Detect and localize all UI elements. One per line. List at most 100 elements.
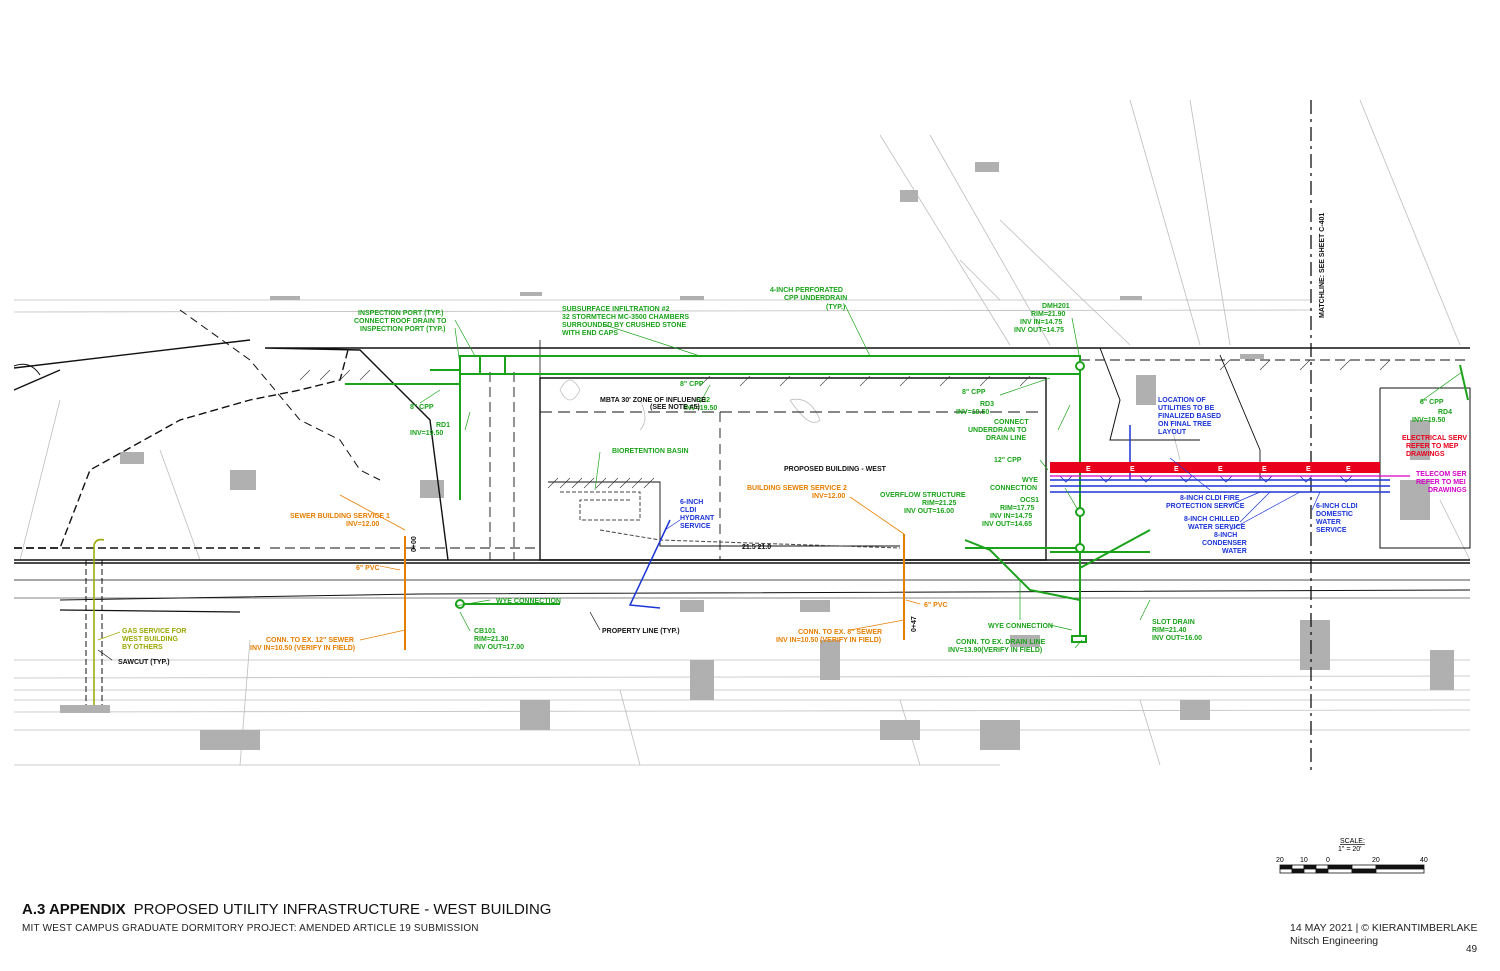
- label-wye-conn-b: WYE CONNECTION: [988, 623, 1053, 630]
- black-labels: MBTA 30' ZONE OF INFLUENCE (SEE NOTE #5)…: [118, 213, 1326, 666]
- svg-text:E: E: [1306, 466, 1311, 473]
- label-elec-1: ELECTRICAL SERV: [1402, 435, 1467, 442]
- scale-tick-3: 20: [1372, 857, 1380, 864]
- label-ocs-2: RIM=17.75: [1000, 505, 1035, 512]
- label-building: PROPOSED BUILDING - WEST: [784, 466, 887, 473]
- label-cb-1: CB101: [474, 628, 496, 635]
- scale-tick-1: 10: [1300, 857, 1308, 864]
- label-matchline: MATCHLINE: SEE SHEET C-401: [1319, 213, 1326, 318]
- footer-subtitle: MIT WEST CAMPUS GRADUATE DORMITORY PROJE…: [22, 923, 479, 934]
- label-connect-1: CONNECT: [994, 419, 1029, 426]
- label-wye-1: WYE: [1022, 477, 1038, 484]
- label-rd3-1: RD3: [980, 401, 994, 408]
- date-credit: 14 MAY 2021 | © KIERANTIMBERLAKE: [1290, 922, 1478, 934]
- label-cond-1: 8-INCH: [1214, 532, 1237, 539]
- label-rd1-2: INV=19.50: [410, 430, 443, 437]
- label-pvc-a: 6" PVC: [356, 565, 380, 572]
- gas-line: [93, 538, 105, 705]
- label-bss1-2: INV=12.00: [346, 521, 379, 528]
- label-ocs-4: INV OUT=14.65: [982, 521, 1032, 528]
- label-sawcut: SAWCUT (TYP.): [118, 659, 170, 666]
- label-rd2-2: INV=19.50: [684, 405, 717, 412]
- storm-labels: 4-INCH PERFORATED CPP UNDERDRAIN (TYP.) …: [354, 287, 1452, 654]
- label-perforated-cpp: 4-INCH PERFORATED: [770, 287, 843, 294]
- label-dmh-2: RIM=21.90: [1031, 311, 1066, 318]
- label-ocs-3: INV IN=14.75: [990, 513, 1032, 520]
- label-elec-2: REFER TO MEP: [1406, 443, 1459, 450]
- hatching: [299, 359, 1391, 489]
- label-property-line: PROPERTY LINE (TYP.): [602, 628, 680, 635]
- label-hyd-2: CLDI: [680, 507, 696, 514]
- label-rd1-1: RD1: [436, 422, 450, 429]
- label-slot-3: INV OUT=16.00: [1152, 635, 1202, 642]
- water-markers: [1059, 475, 1353, 483]
- label-perforated-cpp-3: (TYP.): [826, 304, 845, 311]
- label-chilled-2: WATER SERVICE: [1188, 524, 1246, 531]
- label-inspection-3: INSPECTION PORT (TYP.): [360, 326, 445, 333]
- leader-lines: [419, 304, 1463, 649]
- label-inspection-1: INSPECTION PORT (TYP.): [358, 310, 443, 317]
- label-overflow-3: INV OUT=16.00: [904, 508, 954, 515]
- label-tele-2: REFER TO MEI: [1416, 479, 1466, 486]
- scale-bar-blocks: [1279, 864, 1425, 874]
- sewer-lines: [339, 494, 905, 650]
- label-elevation: 21.5 21.0: [742, 544, 771, 551]
- scale-tick-2: 0: [1326, 857, 1330, 864]
- consultant: Nitsch Engineering: [1290, 935, 1379, 947]
- svg-text:E: E: [1346, 466, 1351, 473]
- label-dom-4: SERVICE: [1316, 527, 1347, 534]
- label-subsurface-1: SUBSURFACE INFILTRATION #2: [562, 306, 670, 313]
- label-elec-3: DRAWINGS: [1406, 451, 1445, 458]
- label-gas-1: GAS SERVICE FOR: [122, 628, 186, 635]
- label-pvc-b: 6" PVC: [924, 602, 948, 609]
- leader-lines-other: [97, 457, 1321, 661]
- label-fire-2: PROTECTION SERVICE: [1166, 503, 1245, 510]
- label-fire-1: 8-INCH CLDI FIRE: [1180, 495, 1240, 502]
- label-wye-conn-a: WYE CONNECTION: [496, 598, 561, 605]
- water-labels: LOCATION OF UTILITIES TO BE FINALIZED BA…: [680, 397, 1358, 555]
- section-code: A.3 APPENDIX: [22, 901, 126, 918]
- label-subsurface-4: WITH END CAPS: [562, 330, 618, 337]
- label-station-2: 0+47: [911, 616, 918, 632]
- label-ocs-1: OCS1: [1020, 497, 1039, 504]
- sewer-labels: BUILDING SEWER SERVICE 2 INV=12.00 SEWER…: [250, 485, 948, 652]
- scale-label: SCALE:: [1340, 838, 1365, 845]
- label-rd3-2: INV=19.50: [956, 409, 989, 416]
- label-location-2: UTILITIES TO BE: [1158, 405, 1215, 412]
- label-rd4-1: RD4: [1438, 409, 1452, 416]
- svg-text:E: E: [1086, 466, 1091, 473]
- label-conn-drain-2: INV=13.90(VERIFY IN FIELD): [948, 647, 1042, 654]
- label-overflow-1: OVERFLOW STRUCTURE: [880, 492, 966, 499]
- label-conn-sewer-b1: CONN. TO EX. 8" SEWER: [798, 629, 882, 636]
- label-hyd-1: 6-INCH: [680, 499, 703, 506]
- label-overflow-2: RIM=21.25: [922, 500, 957, 507]
- label-8cpp-d: 8" CPP: [1420, 399, 1444, 406]
- scale-tick-4: 40: [1420, 857, 1428, 864]
- label-dmh-3: INV IN=14.75: [1020, 319, 1062, 326]
- label-slot-1: SLOT DRAIN: [1152, 619, 1195, 626]
- label-cond-3: WATER: [1222, 548, 1247, 555]
- label-gas-3: BY OTHERS: [122, 644, 163, 651]
- label-location-5: LAYOUT: [1158, 429, 1187, 436]
- label-location-3: FINALIZED BASED: [1158, 413, 1221, 420]
- label-cond-2: CONDENSER: [1202, 540, 1247, 547]
- label-8cpp-b: 8" CPP: [410, 404, 434, 411]
- label-dom-1: 6-INCH CLDI: [1316, 503, 1358, 510]
- label-perforated-cpp-2: CPP UNDERDRAIN: [784, 295, 847, 302]
- label-rd2-1: RD2: [696, 397, 710, 404]
- electric-telecom-labels: ELECTRICAL SERV REFER TO MEP DRAWINGS TE…: [1402, 435, 1467, 494]
- label-gas-2: WEST BUILDING: [122, 636, 179, 643]
- label-connect-3: DRAIN LINE: [986, 435, 1026, 442]
- label-location-4: ON FINAL TREE: [1158, 421, 1212, 428]
- label-dmh-4: INV OUT=14.75: [1014, 327, 1064, 334]
- label-bioretention: BIORETENTION BASIN: [612, 448, 689, 455]
- label-cb-2: RIM=21.30: [474, 636, 509, 643]
- label-subsurface-3: SURROUNDED BY CRUSHED STONE: [562, 322, 687, 329]
- scale-tick-0: 20: [1276, 857, 1284, 864]
- sawcut-lines: [85, 560, 103, 705]
- label-conn-sewer-b2: INV IN=10.50 (VERIFY IN FIELD): [776, 637, 881, 644]
- water-lines: [628, 425, 1390, 609]
